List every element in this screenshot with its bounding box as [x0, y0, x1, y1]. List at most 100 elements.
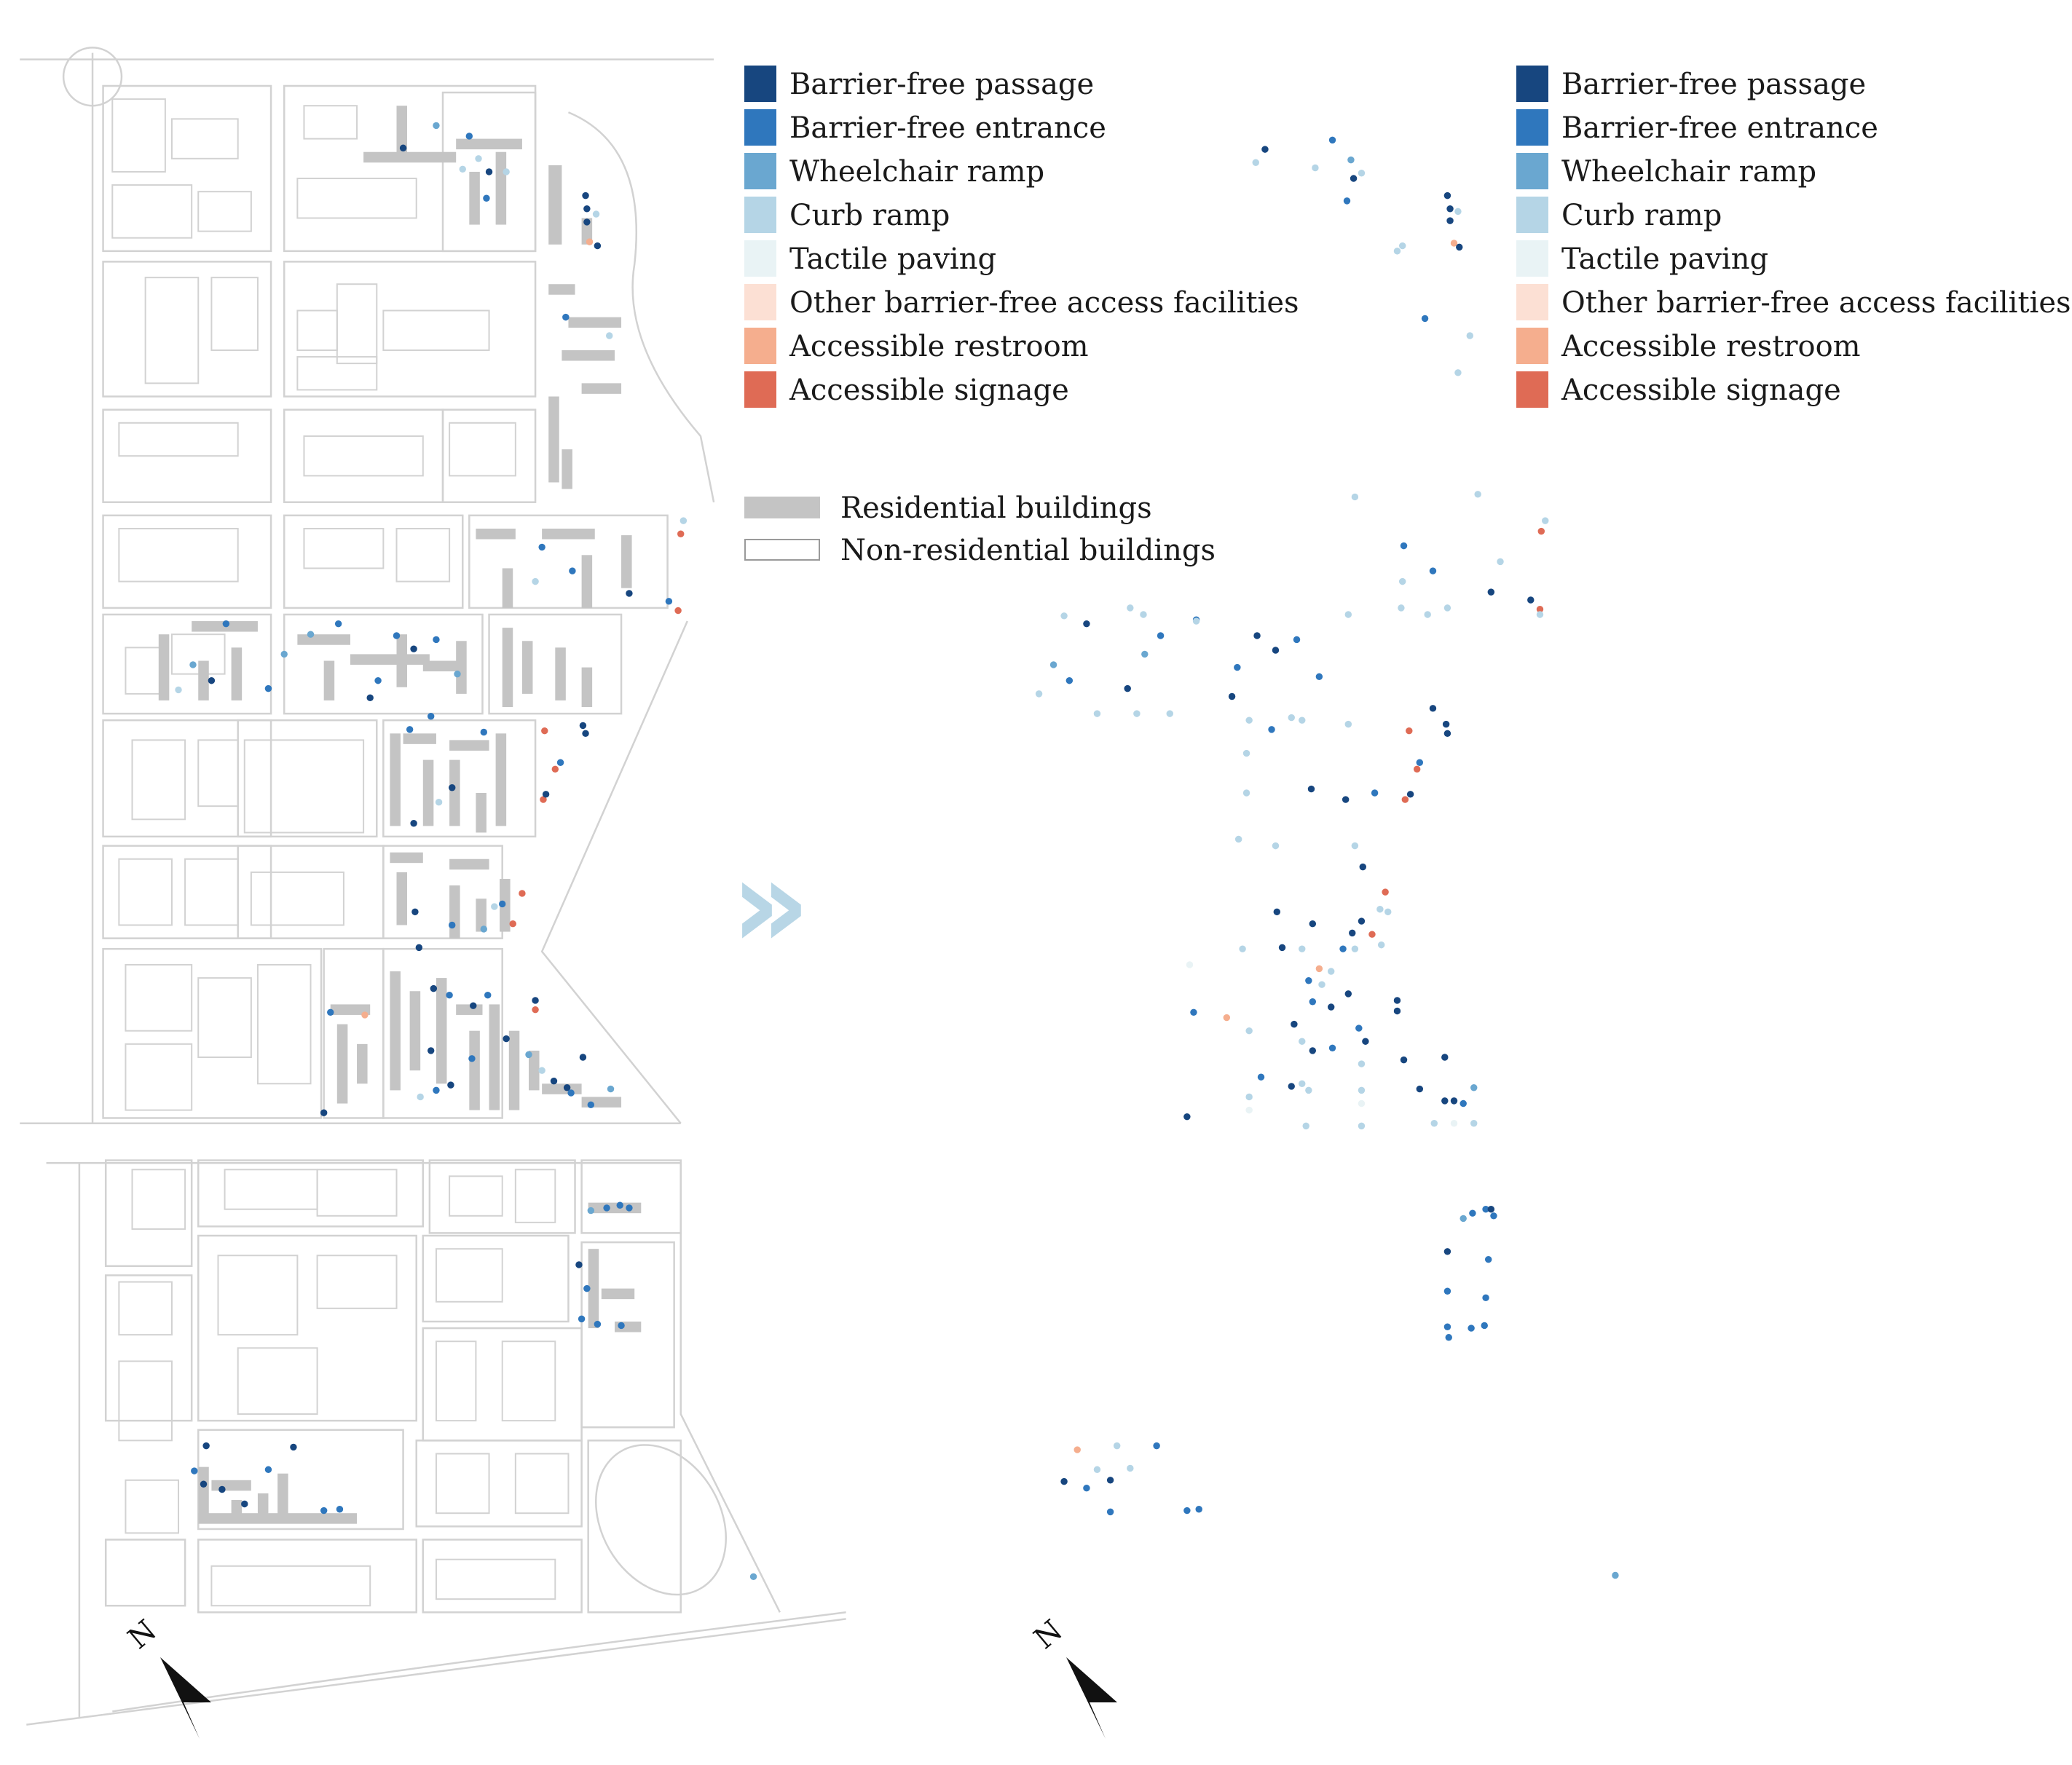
facility-point [491, 903, 498, 910]
facility-point [1441, 1097, 1449, 1105]
facility-point [626, 590, 633, 597]
legend-swatch [1516, 109, 1548, 146]
facility-point [320, 1109, 328, 1116]
facility-point [374, 677, 382, 684]
facility-point [749, 1573, 757, 1581]
legend-label: Residential buildings [840, 491, 1152, 525]
facility-point [480, 728, 488, 736]
facility-point [264, 1466, 272, 1473]
facility-point [1443, 604, 1451, 612]
facility-point [1245, 1106, 1253, 1114]
facility-point [241, 1500, 248, 1508]
legend-swatch [1516, 284, 1548, 320]
facility-point [1446, 205, 1454, 213]
legend-label: Curb ramp [1561, 199, 1722, 232]
facility-point [427, 1047, 435, 1054]
facility-point [447, 1081, 454, 1089]
facility-point [542, 791, 550, 798]
non-residential-building [296, 309, 338, 351]
facility-point [307, 631, 315, 638]
facility-point [1305, 1086, 1312, 1094]
city-block [580, 1241, 675, 1429]
residential-building [581, 218, 593, 245]
city-block [580, 1159, 682, 1234]
facility-point [1536, 605, 1544, 613]
residential-building [297, 634, 350, 645]
city-block [102, 947, 323, 1119]
facility-point [583, 205, 591, 213]
road-line [679, 1163, 781, 1613]
facility-point [1376, 906, 1384, 913]
facility-point [578, 1315, 586, 1323]
facility-point [583, 218, 591, 226]
city-block [468, 514, 669, 609]
non-residential-building [296, 356, 378, 391]
non-residential-building [449, 422, 516, 477]
facility-point [1466, 332, 1473, 339]
facility-point [1293, 636, 1301, 644]
facility-point [1351, 493, 1359, 501]
facility-point [1484, 1255, 1492, 1263]
facility-point [1536, 611, 1544, 618]
city-block [102, 261, 272, 398]
facility-point [1450, 1120, 1458, 1127]
residential-building [277, 1473, 288, 1520]
facility-point [569, 567, 576, 574]
facility-point [1257, 1073, 1265, 1081]
residential-building [449, 858, 489, 870]
facility-point [449, 784, 456, 791]
facility-point [1307, 785, 1315, 793]
facility-point [1398, 604, 1405, 612]
facility-point [1454, 369, 1462, 376]
facility-point [290, 1443, 297, 1451]
sports-track [594, 1444, 728, 1596]
facility-point [1445, 1334, 1452, 1341]
facility-point [1344, 990, 1352, 998]
facility-point [509, 920, 516, 928]
facility-point [1429, 567, 1437, 574]
residential-building [548, 165, 562, 245]
facility-point [1351, 842, 1359, 850]
residential-building [502, 568, 513, 608]
north-arrow-icon [1066, 1657, 1117, 1739]
facility-point [1093, 1466, 1101, 1473]
facility-point [1190, 1008, 1197, 1016]
facility-point [1309, 1047, 1317, 1054]
residential-building [489, 1004, 500, 1110]
residential-building [542, 529, 595, 540]
residential-building [231, 647, 243, 700]
residential-building [456, 641, 467, 694]
facility-point [1406, 791, 1414, 798]
legend-label: Accessible restroom [789, 330, 1089, 363]
facility-point [532, 1006, 539, 1014]
facility-point [465, 133, 473, 140]
facility-point [519, 890, 526, 897]
road-line [567, 111, 715, 502]
residential-building [198, 660, 209, 700]
facility-point [334, 620, 342, 628]
facility-point [1358, 170, 1366, 177]
facility-point [1299, 945, 1306, 952]
residential-building [456, 1004, 483, 1015]
facility-point [1344, 611, 1352, 618]
non-residential-building [435, 1340, 477, 1422]
facility-point [361, 1011, 369, 1019]
facility-point [1497, 558, 1504, 566]
non-residential-building [111, 98, 166, 173]
non-residential-building [197, 739, 239, 808]
residential-building [548, 284, 575, 295]
facility-point [435, 798, 443, 806]
facility-point [1183, 1113, 1191, 1121]
facility-point [208, 677, 216, 684]
facility-point [1074, 1446, 1081, 1453]
legend-label: Other barrier-free access facilities [789, 286, 1299, 320]
facility-point [1157, 632, 1165, 639]
legend-swatch [1516, 328, 1548, 364]
facility-point [410, 645, 417, 652]
facility-point [1268, 726, 1275, 733]
facility-point [1349, 929, 1356, 937]
facility-point [587, 1101, 595, 1109]
facility-point [1327, 1003, 1335, 1011]
facility-point [586, 238, 594, 245]
legend-label: Barrier-free passage [789, 68, 1095, 101]
